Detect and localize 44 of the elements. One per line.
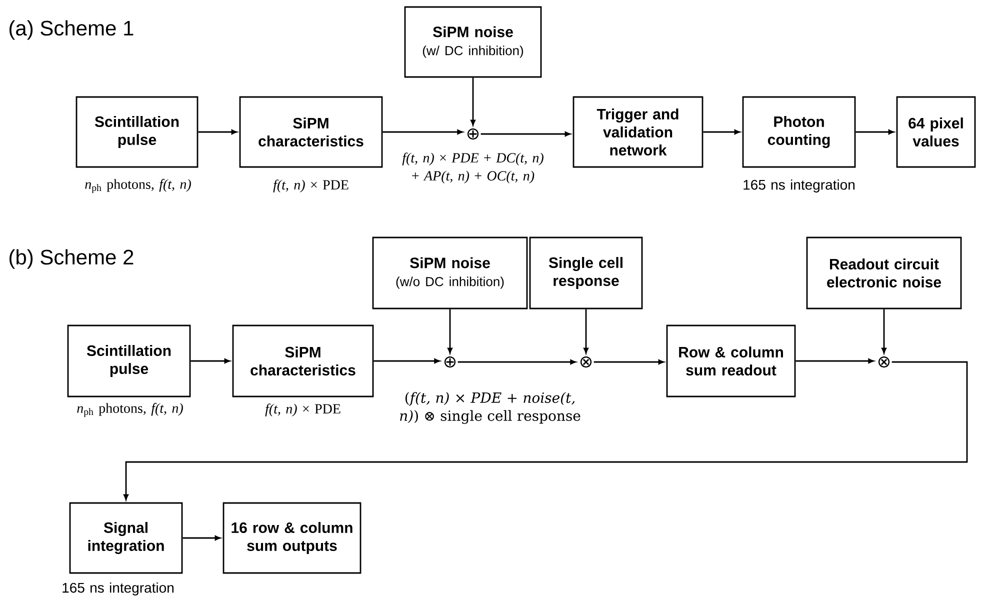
process-box: SiPM characteristics (239, 96, 383, 168)
arrow (470, 78, 476, 126)
process-box: SiPM noise (w/ DC inhibition) (404, 6, 542, 78)
operator-symbol: ⊗ (878, 356, 890, 368)
arrow (882, 309, 886, 354)
process-box: Photon counting (742, 96, 856, 168)
annotation: f(t, n) × PDE (273, 180, 348, 192)
process-box: Scintillation pulse (67, 324, 191, 398)
arrow (796, 358, 874, 364)
operator-symbol: ⊗ (580, 356, 592, 368)
arrow (594, 360, 664, 364)
operator-symbol: ⊕ (444, 356, 456, 368)
arrow (448, 309, 452, 354)
process-box: Scintillation pulse (76, 96, 198, 168)
process-box: SiPM characteristics (232, 324, 374, 398)
arrow (856, 130, 894, 134)
annotation: n$_{ph}$ photons, f(t, n) (77, 402, 183, 418)
annotation: n$_{ph}$ photons, f(t, n) (85, 178, 191, 194)
arrow (703, 130, 740, 134)
arrow (190, 358, 230, 364)
process-box: 16 row & column sum outputs (222, 502, 362, 574)
arrow (584, 309, 588, 354)
process-box: Readout circuit electronic noise (806, 236, 962, 310)
annotation: 165 ns integration (744, 179, 854, 193)
arrow (124, 361, 968, 500)
section-heading: (a) Scheme 1 (10, 20, 134, 40)
operator-symbol: ⊕ (467, 128, 479, 140)
arrow (458, 360, 576, 364)
process-box: 64 pixel values (896, 96, 976, 168)
annotation: f(t, n) × PDE (265, 404, 340, 416)
arrow (182, 536, 221, 540)
arrow (198, 130, 238, 134)
annotation: (f(t, n) × PDE + noise(t, n)) ⊗ single cell response (400, 392, 580, 424)
arrow (374, 358, 440, 364)
process-box: Row & column sum readout (666, 324, 796, 398)
section-heading: (b) Scheme 2 (10, 249, 134, 269)
process-box: Trigger and validation network (572, 96, 704, 168)
annotation: f(t, n) × PDE + DC(t, n) + AP(t, n) + OC(t, n) (402, 152, 544, 184)
annotation: 165 ns integration (62, 582, 174, 596)
arrow (382, 130, 463, 134)
process-box: Signal integration (69, 502, 183, 574)
process-box: SiPM noise (w/o DC inhibition) (372, 236, 528, 310)
process-box: Single cell response (529, 236, 643, 310)
arrow (480, 132, 571, 136)
